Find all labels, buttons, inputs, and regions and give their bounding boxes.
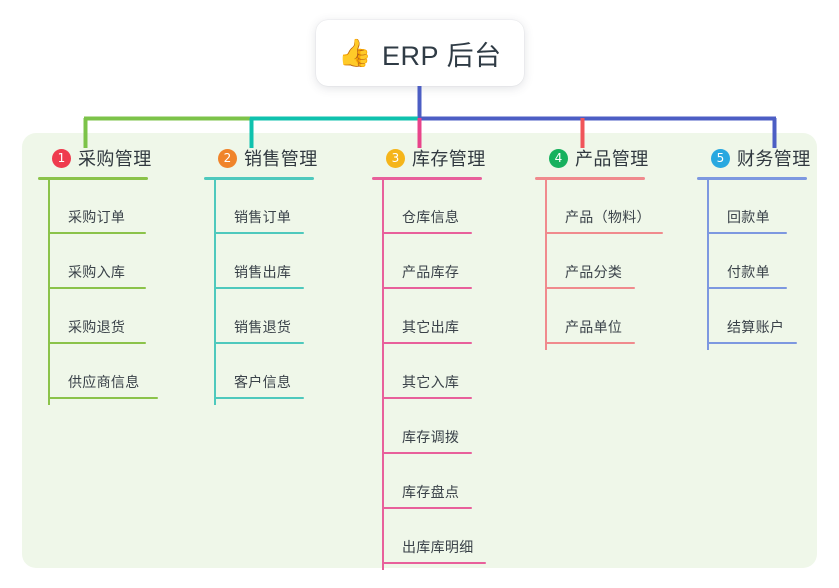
branch-title-5: 财务管理 (737, 149, 811, 169)
leaf-item-label: 付款单 (727, 264, 770, 280)
leaf-item-label: 产品库存 (402, 264, 460, 280)
leaf-item[interactable]: 销售订单 (214, 205, 304, 245)
branch-rule-5 (697, 177, 807, 180)
branch-column-5: 5 财务管理 回款单 付款单 结算账户 (697, 145, 827, 350)
leaf-item-label: 库存盘点 (402, 484, 460, 500)
branch-header-5[interactable]: 5 财务管理 (697, 145, 827, 171)
leaf-item-label: 产品（物料） (565, 209, 651, 225)
leaf-item-label: 销售订单 (234, 209, 292, 225)
leaf-item-rule (382, 232, 472, 234)
leaf-item[interactable]: 客户信息 (214, 370, 304, 410)
leaf-item[interactable]: 付款单 (707, 260, 787, 300)
thumbs-up-icon: 👍 (338, 37, 373, 68)
leaf-item-label: 采购订单 (68, 209, 126, 225)
leaf-item-rule (214, 287, 304, 289)
leaf-item[interactable]: 出库库明细 (382, 535, 486, 575)
leaf-item-label: 回款单 (727, 209, 770, 225)
leaf-item-label: 出库库明细 (402, 539, 474, 555)
branch-header-1[interactable]: 1 采购管理 (38, 145, 178, 171)
leaf-item-label: 供应商信息 (68, 374, 140, 390)
leaf-item[interactable]: 产品单位 (545, 315, 635, 355)
leaf-item-rule (214, 397, 304, 399)
leaf-item[interactable]: 供应商信息 (48, 370, 158, 410)
branch-badge-1: 1 (52, 148, 71, 168)
leaf-item-rule (48, 397, 158, 399)
branch-column-1: 1 采购管理 采购订单 采购入库 采购退货 供应商信息 (38, 145, 178, 405)
leaf-item[interactable]: 回款单 (707, 205, 787, 245)
leaf-item-rule (382, 342, 472, 344)
leaf-item[interactable]: 库存调拨 (382, 425, 472, 465)
branch-title-4: 产品管理 (575, 149, 649, 169)
branch-header-2[interactable]: 2 销售管理 (204, 145, 344, 171)
leaf-item-label: 客户信息 (234, 374, 292, 390)
leaf-item-label: 采购入库 (68, 264, 126, 280)
branch-trunk-5 (707, 179, 709, 350)
leaf-item-label: 销售出库 (234, 264, 292, 280)
leaf-item[interactable]: 采购入库 (48, 260, 146, 300)
branch-title-2: 销售管理 (244, 149, 318, 169)
leaf-item[interactable]: 其它出库 (382, 315, 472, 355)
leaf-item-rule (707, 287, 787, 289)
leaf-item-label: 其它出库 (402, 319, 460, 335)
leaf-item-rule (214, 342, 304, 344)
leaf-item[interactable]: 采购订单 (48, 205, 146, 245)
leaf-item-label: 库存调拨 (402, 429, 460, 445)
branch-badge-5: 5 (711, 148, 730, 168)
leaf-item-rule (382, 507, 472, 509)
branch-rule-4 (535, 177, 645, 180)
branch-column-3: 3 库存管理 仓库信息 产品库存 其它出库 其它入库 库存调拨 库存盘点 (372, 145, 522, 570)
leaf-item-rule (382, 452, 472, 454)
leaf-item[interactable]: 其它入库 (382, 370, 472, 410)
leaf-item[interactable]: 产品分类 (545, 260, 635, 300)
leaf-item-rule (545, 342, 635, 344)
branch-trunk-3 (382, 179, 384, 570)
branch-rule-2 (204, 177, 314, 180)
leaf-item-label: 仓库信息 (402, 209, 460, 225)
branch-badge-2: 2 (218, 148, 237, 168)
branch-trunk-1 (48, 179, 50, 405)
leaf-item[interactable]: 销售出库 (214, 260, 304, 300)
leaf-item-rule (707, 232, 787, 234)
branch-column-2: 2 销售管理 销售订单 销售出库 销售退货 客户信息 (204, 145, 344, 405)
leaf-item-label: 结算账户 (727, 319, 785, 335)
branch-title-3: 库存管理 (412, 149, 486, 169)
branch-badge-4: 4 (549, 148, 568, 168)
branch-badge-3: 3 (386, 148, 405, 168)
branch-header-3[interactable]: 3 库存管理 (372, 145, 522, 171)
leaf-item-rule (545, 232, 663, 234)
leaf-item-rule (48, 342, 146, 344)
branch-title-1: 采购管理 (78, 149, 152, 169)
branch-rule-1 (38, 177, 148, 180)
leaf-item-rule (707, 342, 797, 344)
leaf-item-rule (48, 287, 146, 289)
leaf-item[interactable]: 仓库信息 (382, 205, 472, 245)
leaf-item-rule (382, 287, 472, 289)
branch-rule-3 (372, 177, 482, 180)
leaf-item-label: 产品单位 (565, 319, 623, 335)
branch-trunk-4 (545, 179, 547, 350)
leaf-item[interactable]: 库存盘点 (382, 480, 472, 520)
branch-column-4: 4 产品管理 产品（物料） 产品分类 产品单位 (535, 145, 695, 350)
leaf-item-label: 采购退货 (68, 319, 126, 335)
leaf-item[interactable]: 采购退货 (48, 315, 146, 355)
branch-trunk-2 (214, 179, 216, 405)
leaf-item-label: 其它入库 (402, 374, 460, 390)
leaf-item-rule (382, 562, 486, 564)
leaf-item[interactable]: 销售退货 (214, 315, 304, 355)
leaf-item-rule (214, 232, 304, 234)
root-node-title: ERP 后台 (382, 40, 502, 71)
leaf-item-rule (382, 397, 472, 399)
leaf-item[interactable]: 产品库存 (382, 260, 472, 300)
branch-header-4[interactable]: 4 产品管理 (535, 145, 695, 171)
leaf-item[interactable]: 产品（物料） (545, 205, 663, 245)
leaf-item-rule (545, 287, 635, 289)
root-node-erp-backend[interactable]: 👍 ERP 后台 (316, 20, 524, 86)
leaf-item-label: 产品分类 (565, 264, 623, 280)
diagram-panel (22, 133, 817, 568)
leaf-item[interactable]: 结算账户 (707, 315, 797, 355)
leaf-item-label: 销售退货 (234, 319, 292, 335)
leaf-item-rule (48, 232, 146, 234)
